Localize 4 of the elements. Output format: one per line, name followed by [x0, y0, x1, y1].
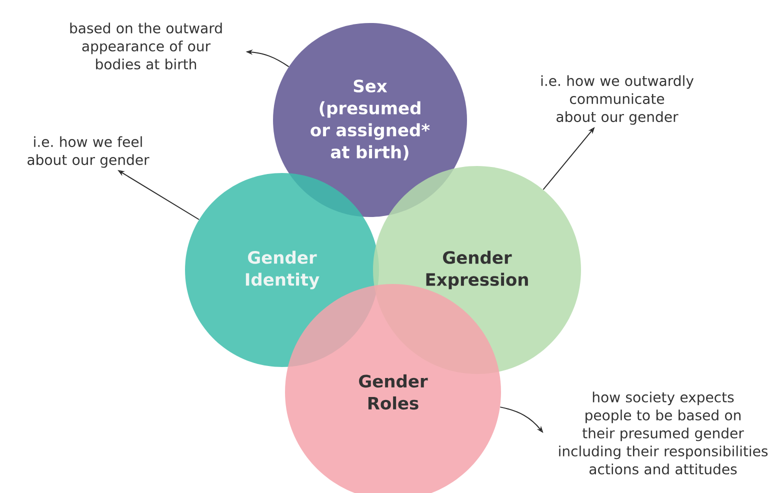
annotation-text: i.e. how we feel about our gender — [28, 136, 150, 168]
annotation-text: i.e. how we outwardly communicate about our gender — [541, 75, 694, 125]
annotation-text: how society expects people to be based on their presumed gender including their responsibilities actions and attitudes — [559, 392, 768, 474]
annotation-text: based on the outward appearance of our bodies at birth — [70, 22, 222, 70]
